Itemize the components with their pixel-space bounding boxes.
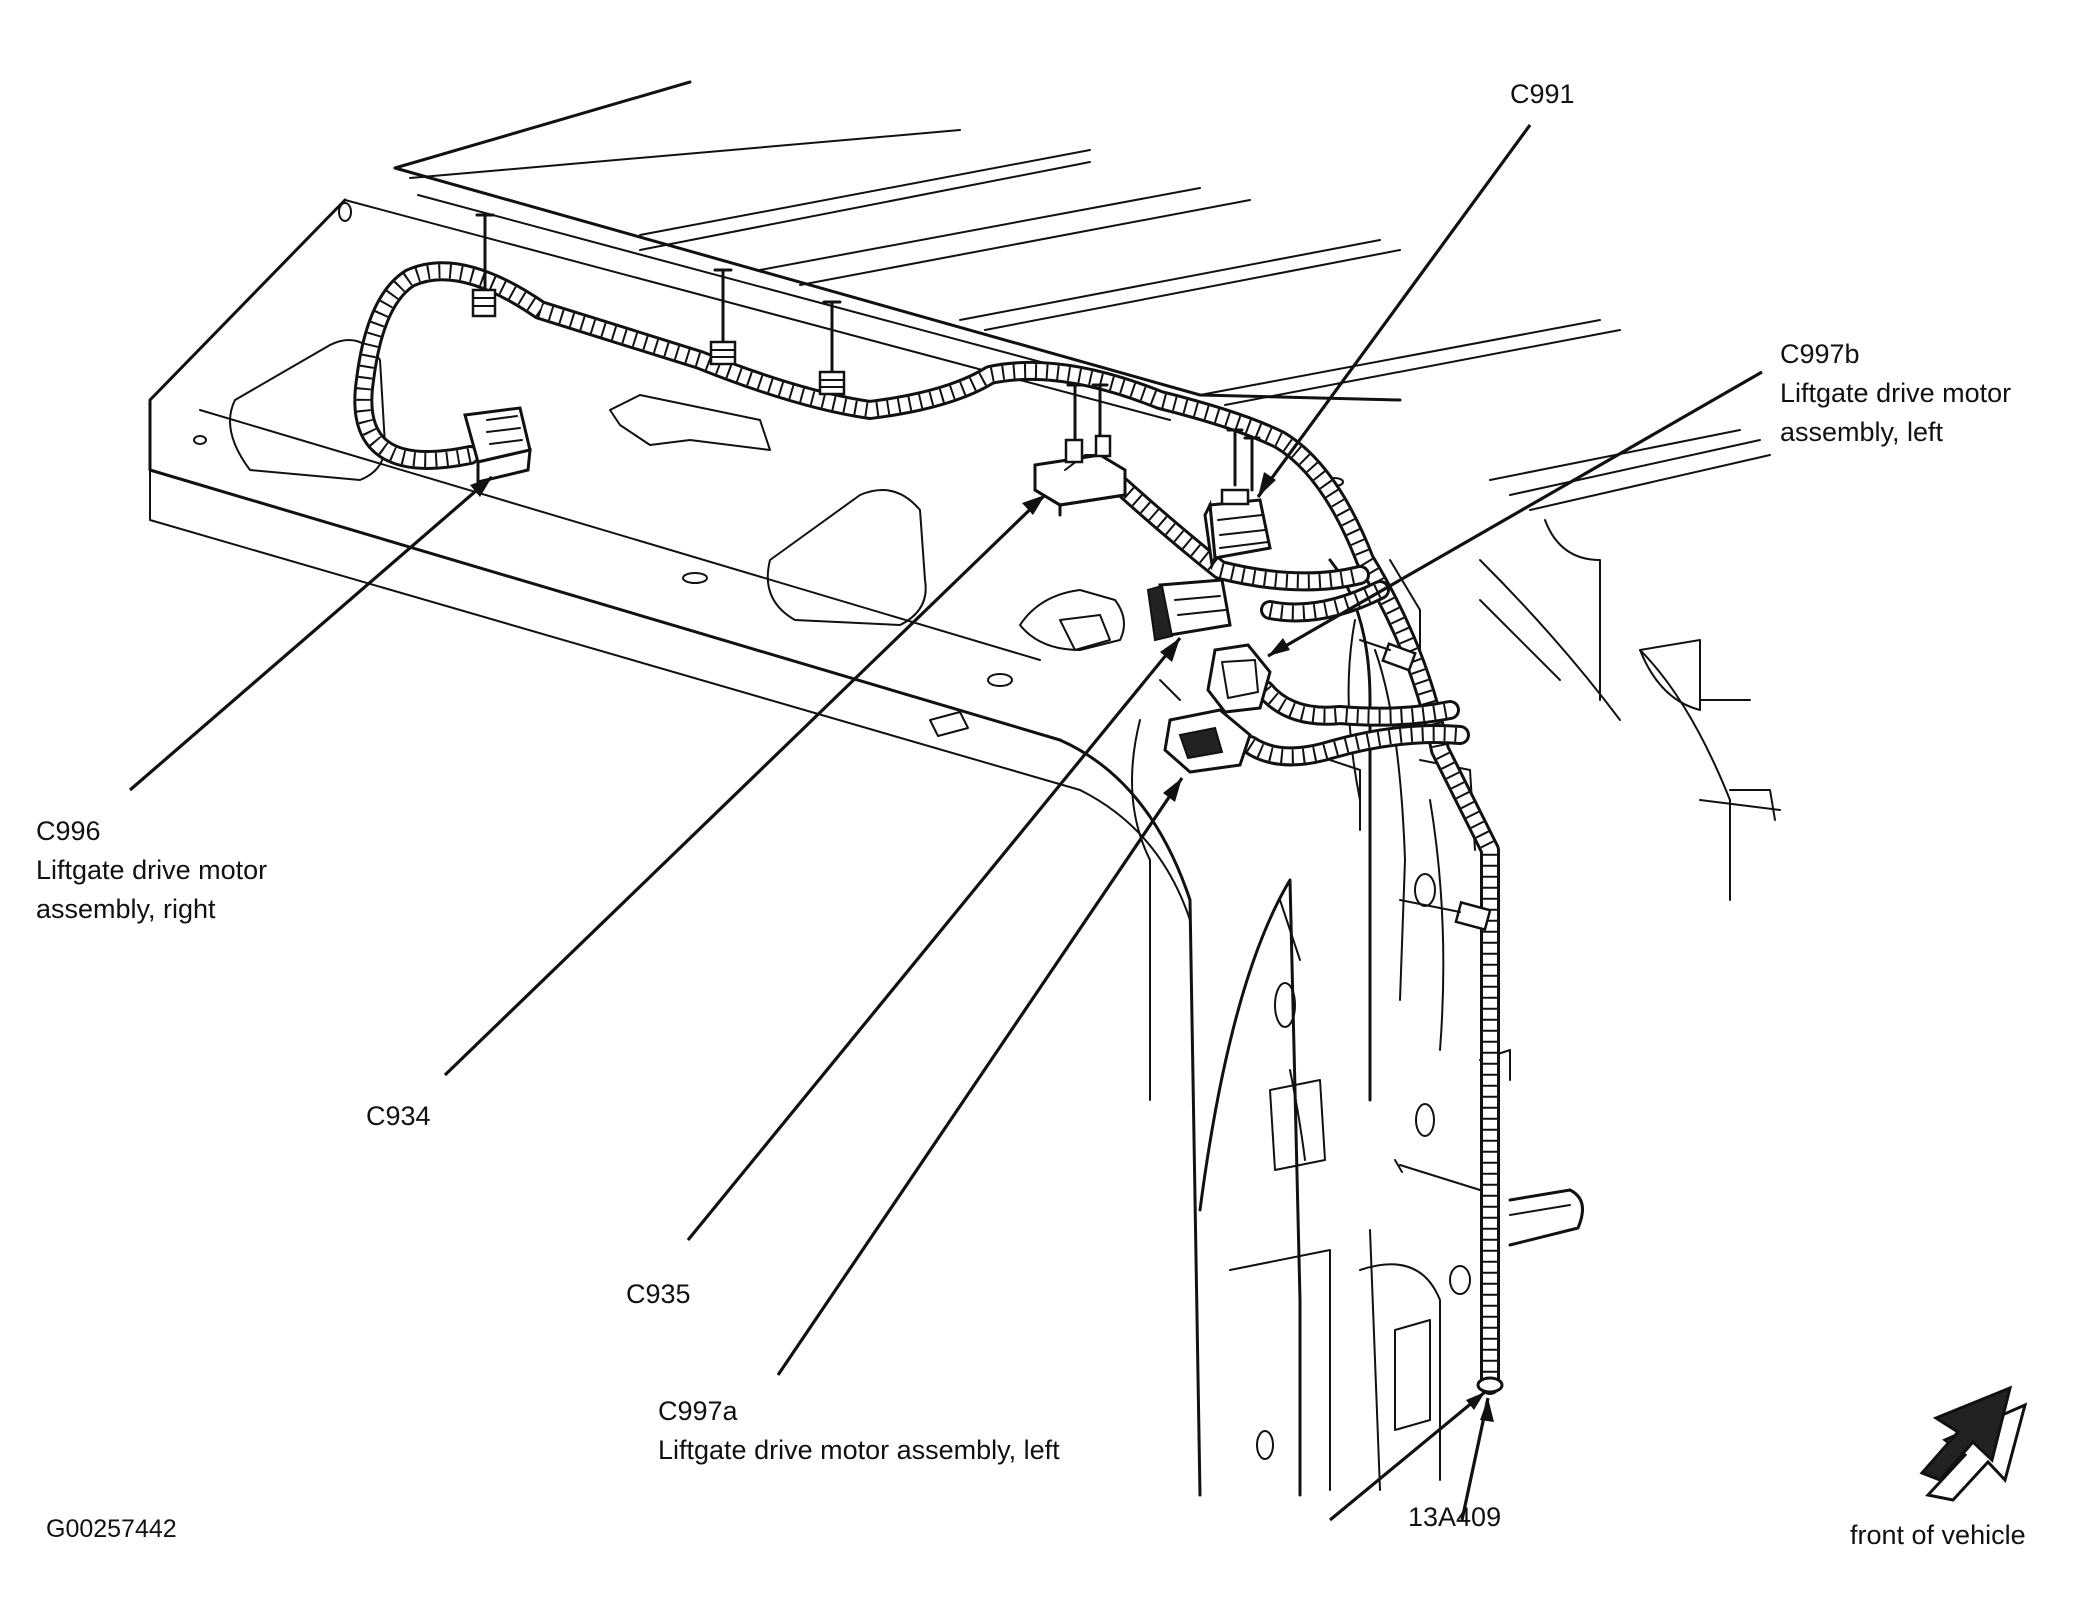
callout-description-line: assembly, left bbox=[1780, 417, 1944, 447]
retainer-clip bbox=[1226, 428, 1261, 492]
leader-c934 bbox=[443, 493, 1047, 1077]
callout-code: C934 bbox=[366, 1101, 431, 1131]
retainer-clip bbox=[709, 268, 737, 366]
callout-description-line: Liftgate drive motor bbox=[1780, 378, 2012, 408]
leader-c997a bbox=[776, 777, 1184, 1376]
callout-code: C997a bbox=[658, 1396, 738, 1426]
callout-code: C996 bbox=[36, 816, 101, 846]
leader-c997b bbox=[1267, 370, 1763, 658]
connector-c934 bbox=[1033, 434, 1127, 517]
callout-c934: C934 bbox=[366, 1097, 431, 1136]
callout-description-line: Liftgate drive motor assembly, left bbox=[658, 1435, 1060, 1465]
retainer-clip bbox=[1394, 1159, 1481, 1191]
leader-c991 bbox=[1256, 124, 1532, 498]
retainer-clips bbox=[471, 213, 1584, 1247]
callout-c997a: C997a Liftgate drive motor assembly, lef… bbox=[658, 1392, 1060, 1470]
callout-c935: C935 bbox=[626, 1275, 691, 1314]
connector-c997b bbox=[1206, 643, 1272, 714]
callout-c996: C996 Liftgate drive motor assembly, righ… bbox=[36, 812, 267, 929]
callout-code: C991 bbox=[1510, 79, 1575, 109]
callout-code: C935 bbox=[626, 1279, 691, 1309]
leader-c996 bbox=[128, 475, 494, 792]
leader-lines bbox=[128, 124, 1763, 1522]
retainer-clip bbox=[1359, 639, 1417, 672]
callout-description-line: assembly, right bbox=[36, 894, 216, 924]
retainer-clip bbox=[1399, 899, 1492, 932]
callout-c997b: C997b Liftgate drive motor assembly, lef… bbox=[1780, 335, 2011, 452]
front-direction-arrow-icon bbox=[1919, 1385, 2028, 1502]
callout-code: C997b bbox=[1780, 339, 1860, 369]
vehicle-body-linework bbox=[148, 80, 1781, 1497]
connector-c991 bbox=[1203, 488, 1272, 571]
retainer-clip bbox=[818, 300, 846, 396]
callout-code: 13A409 bbox=[1408, 1502, 1502, 1532]
connector-c935 bbox=[1146, 578, 1232, 642]
callout-description-line: Liftgate drive motor bbox=[36, 855, 268, 885]
wiring-harness-13a409 bbox=[353, 261, 1504, 1395]
leader-c935 bbox=[686, 636, 1182, 1242]
figure-id: G00257442 bbox=[46, 1515, 177, 1543]
leader-13a409 bbox=[1328, 1390, 1487, 1522]
connector-c997a bbox=[1163, 708, 1252, 774]
callout-13a409: 13A409 bbox=[1408, 1498, 1501, 1537]
connector-c996 bbox=[463, 406, 532, 484]
direction-label: front of vehicle bbox=[1850, 1520, 2026, 1550]
retainer-clip bbox=[471, 213, 497, 318]
retainer-clip bbox=[1066, 383, 1109, 442]
callout-c991: C991 bbox=[1510, 75, 1575, 114]
liftgate-rod bbox=[1508, 1188, 1584, 1247]
